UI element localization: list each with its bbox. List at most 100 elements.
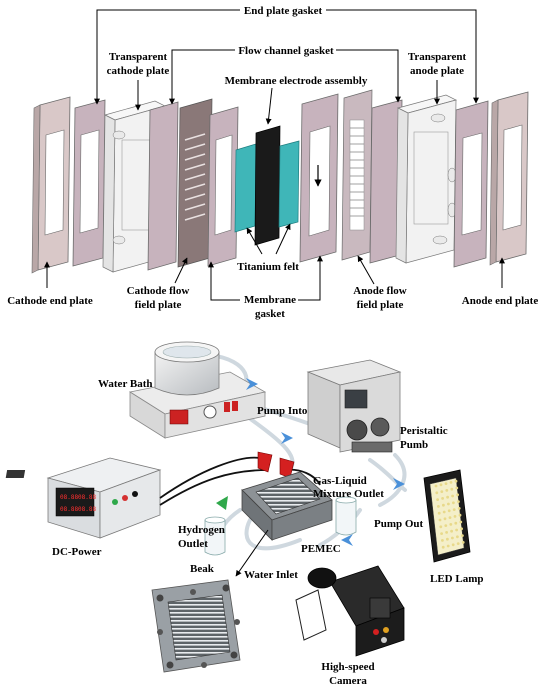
flow-arrow-icon	[246, 378, 258, 390]
titanium-felt-anode	[278, 140, 300, 228]
led-dot	[446, 544, 450, 548]
led-dot	[449, 481, 453, 484]
label-titanium-felt: Titanium felt	[237, 261, 299, 273]
led-dot	[454, 479, 458, 483]
label-dc-power: DC-Power	[52, 546, 102, 558]
led-dot	[450, 529, 453, 533]
led-dot	[449, 523, 453, 526]
led-dot	[452, 508, 456, 511]
led-dot	[442, 503, 445, 507]
anode-end-plate	[489, 91, 529, 266]
power-display-a2: 08.88	[78, 506, 96, 513]
label-hydrogen-outlet-line2: Outlet	[178, 538, 208, 550]
cell-photo	[151, 579, 241, 673]
label-pump-into: Pump Into	[257, 405, 308, 417]
led-dot	[461, 534, 464, 537]
led-dot	[440, 532, 443, 535]
flow-arrow-icon	[341, 534, 353, 546]
label-gas-liquid-line1: Gas-Liquid	[313, 475, 367, 487]
led-dot	[444, 524, 448, 527]
label-transparent-cathode-plate-line1: Transparent	[109, 51, 168, 63]
label-peristaltic-line1: Peristaltic	[400, 425, 448, 437]
power-display-a1: 08.88	[78, 494, 96, 501]
label-anode-flow-field-plate-line1: Anode flow	[353, 285, 407, 297]
led-dot	[438, 518, 442, 522]
label-cathode-flow-field-plate-line2: field plate	[135, 299, 182, 311]
led-dot	[460, 527, 463, 531]
led-dot	[446, 495, 449, 499]
led-dot	[457, 507, 461, 510]
led-dot	[451, 543, 455, 547]
cathode-end-plate	[31, 96, 71, 274]
led-dot	[441, 539, 444, 542]
led-dot	[456, 493, 459, 497]
label-water-bath: Water Bath	[98, 378, 153, 390]
led-dot	[445, 489, 449, 492]
led-dot	[459, 520, 463, 524]
anode-membrane-gasket	[299, 93, 339, 263]
label-water-inlet: Water Inlet	[244, 569, 298, 581]
label-led-lamp: LED Lamp	[430, 573, 484, 585]
led-dot	[451, 494, 454, 498]
led-dot	[444, 482, 448, 485]
label-flow-channel-gasket: Flow channel gasket	[238, 45, 334, 57]
label-membrane-gasket-line2: gasket	[255, 308, 285, 320]
high-speed-camera	[295, 565, 405, 657]
led-dot	[455, 486, 459, 490]
leader-lines	[44, 9, 505, 301]
flow-arrows	[216, 378, 405, 546]
led-dot	[446, 537, 449, 541]
label-end-plate-gasket: End plate gasket	[244, 5, 323, 17]
led-dot	[451, 536, 454, 540]
flow-arrow-icon	[281, 432, 293, 444]
led-dot	[450, 487, 454, 491]
power-display-v2: 08.88	[60, 506, 78, 513]
water-inlet-leader	[235, 529, 269, 577]
beaker-gas-liquid	[335, 496, 357, 536]
led-dot	[440, 490, 444, 493]
titanium-felt-cathode	[234, 143, 257, 233]
led-dot	[437, 505, 440, 508]
led-dot	[461, 541, 465, 544]
anode-flow-field-plate	[341, 89, 373, 261]
flow-arrow-icon	[393, 478, 405, 490]
label-peristaltic-line2: Pumb	[400, 439, 428, 451]
label-transparent-anode-plate-line2: anode plate	[410, 65, 464, 77]
led-dot	[439, 525, 443, 529]
led-dot	[458, 513, 462, 517]
label-cathode-flow-field-plate-line1: Cathode flow	[127, 285, 190, 297]
led-dot	[445, 531, 448, 534]
pemec-cell	[241, 471, 333, 541]
anode-end-plate-gasket	[453, 100, 489, 268]
peristaltic-pump	[306, 359, 402, 453]
power-display-v1: 08.88	[60, 494, 78, 501]
dc-power-supply: 08.88 08.88 08.88 08.88	[5, 457, 162, 539]
label-membrane-electrode-assembly: Membrane electrode assembly	[225, 75, 368, 87]
label-transparent-anode-plate-line1: Transparent	[408, 51, 467, 63]
led-dot	[456, 542, 460, 545]
beaker-hydrogen	[204, 516, 226, 556]
hydrogen-arrow-icon	[216, 496, 228, 510]
led-dot	[455, 528, 458, 532]
label-pemec: PEMEC	[301, 543, 341, 555]
led-dot	[442, 510, 446, 514]
cathode-membrane-gasket	[207, 106, 239, 267]
label-anode-flow-field-plate-line2: field plate	[357, 299, 404, 311]
experimental-setup: 08.88 08.88 08.88 08.88	[5, 341, 484, 687]
label-cathode-end-plate: Cathode end plate	[7, 295, 93, 307]
label-high-speed-line1: High-speed	[321, 661, 374, 673]
water-bath	[128, 341, 267, 439]
cathode-flow-field-plate	[177, 98, 213, 268]
cathode-flow-channel-gasket	[147, 101, 179, 271]
cathode-end-plate-gasket	[72, 99, 106, 267]
terminal-clips	[257, 451, 295, 479]
led-dot	[457, 500, 460, 503]
transparent-anode-plate	[395, 94, 457, 264]
led-dot	[453, 515, 457, 518]
led-dot	[441, 497, 444, 500]
label-transparent-cathode-plate-line2: cathode plate	[107, 65, 170, 77]
led-dot	[441, 545, 445, 549]
led-dot	[452, 501, 455, 505]
led-dot	[437, 511, 441, 515]
